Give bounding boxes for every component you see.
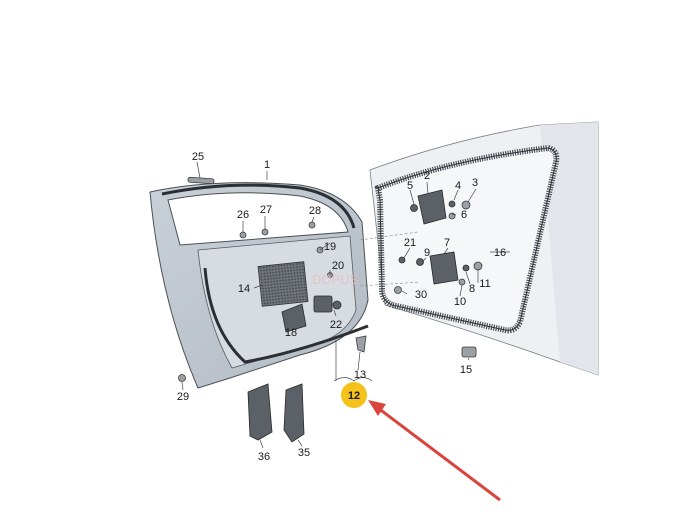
door-check-strap [313, 295, 333, 313]
callout-labels: 25 1 26 27 28 19 20 14 18 22 5 2 4 3 6 2… [177, 151, 506, 463]
callout-29: 29 [177, 391, 189, 403]
callout-12: 12 [348, 390, 360, 402]
callout-30: 30 [415, 289, 427, 301]
callout-1: 1 [264, 159, 270, 171]
trim-piece-36 [247, 383, 273, 441]
door-shell [149, 176, 369, 389]
callout-2: 2 [424, 170, 430, 182]
highlight-group: 12 [341, 382, 501, 502]
callout-10: 10 [454, 296, 466, 308]
callout-28: 28 [309, 205, 321, 217]
watermark-text: DOPUS [312, 272, 359, 287]
door-trim-pieces [247, 383, 305, 443]
lower-hinge [429, 251, 459, 285]
callout-25: 25 [192, 151, 204, 163]
trim-piece-35 [283, 383, 305, 443]
callout-19: 19 [324, 241, 336, 253]
callout-9: 9 [424, 247, 430, 259]
callout-21: 21 [404, 237, 416, 249]
highlight-circle [341, 382, 367, 408]
pointer-arrow-head [368, 400, 386, 416]
callout-36: 36 [258, 451, 270, 463]
callout-11: 11 [479, 278, 490, 290]
callout-20: 20 [332, 260, 344, 272]
callout-15: 15 [460, 364, 472, 376]
clip-15 [461, 346, 477, 358]
callout-5: 5 [407, 180, 413, 192]
callout-6: 6 [461, 209, 467, 221]
upper-hinge [417, 189, 447, 225]
callout-27: 27 [260, 204, 272, 216]
callout-14: 14 [238, 283, 250, 295]
callout-8: 8 [469, 283, 475, 295]
callout-35: 35 [298, 447, 310, 459]
callout-4: 4 [455, 180, 461, 192]
callout-3: 3 [472, 177, 478, 189]
hinges [394, 189, 483, 358]
callout-7: 7 [444, 237, 450, 249]
door-handle-part [281, 303, 307, 333]
sound-insulation-mesh [257, 261, 309, 307]
callout-13: 13 [354, 369, 366, 381]
callout-16: 16 [494, 247, 506, 259]
callout-26: 26 [237, 209, 249, 221]
door-seal [161, 183, 356, 229]
callout-22: 22 [330, 319, 342, 331]
leader-lines [181, 161, 510, 449]
pointer-arrow-line [377, 406, 501, 502]
callout-18: 18 [285, 327, 297, 339]
